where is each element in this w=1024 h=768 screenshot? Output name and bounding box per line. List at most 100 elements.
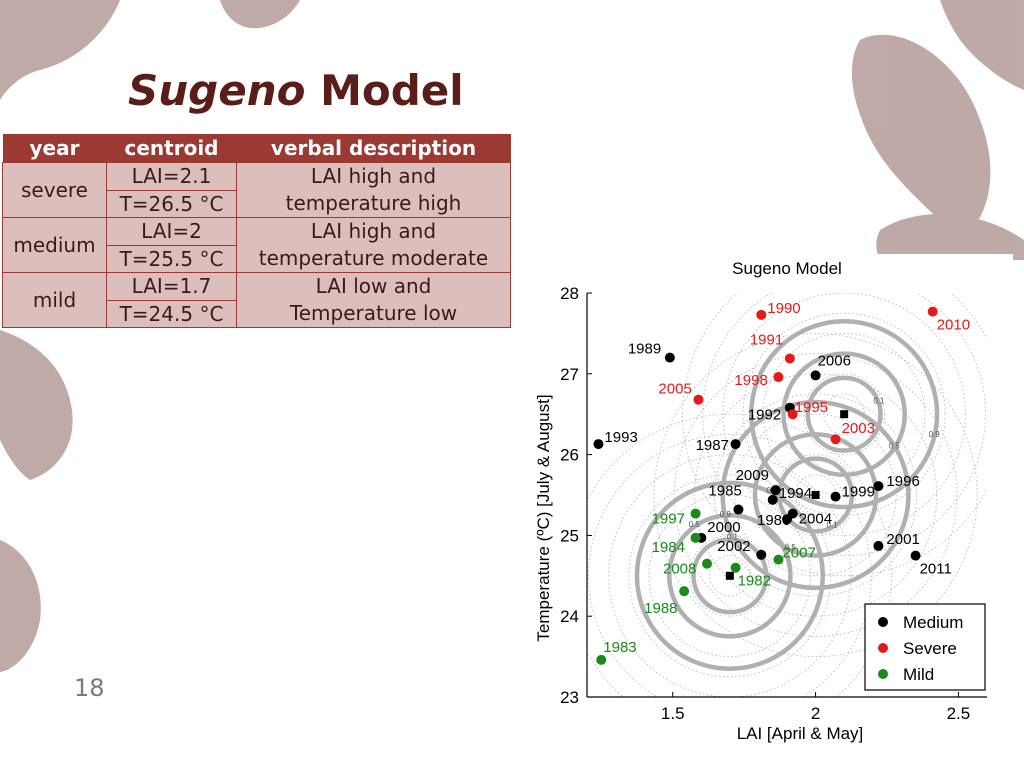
y-tick-label: 23 xyxy=(560,688,579,707)
contour-ring xyxy=(752,432,879,558)
data-point-medium xyxy=(756,549,767,560)
point-label: 2005 xyxy=(658,381,691,398)
x-axis-label: LAI [April & May] xyxy=(737,724,864,743)
x-tick-label: 1.5 xyxy=(661,704,685,723)
contour-ring xyxy=(634,480,826,671)
point-label: 1986 xyxy=(757,512,790,529)
data-point-severe xyxy=(927,306,938,317)
centroid-cell: LAI=1.7 xyxy=(106,272,237,301)
data-point-medium xyxy=(664,352,675,363)
page-number: 18 xyxy=(74,674,105,702)
point-label: 1991 xyxy=(750,331,783,348)
data-point-medium xyxy=(593,439,604,450)
title-italic: Sugeno xyxy=(128,66,306,115)
leaf-top-center xyxy=(220,0,300,29)
leaf-left-mid xyxy=(0,330,73,480)
contour-clip: 0.10.50.90.10.50.90.10.50.9 xyxy=(587,293,987,697)
data-point-medium xyxy=(782,514,792,525)
data-point-severe xyxy=(784,353,795,364)
centroid-cell: T=24.5 °C xyxy=(106,299,237,328)
point-label: 1997 xyxy=(652,511,685,528)
contour-dotted xyxy=(653,332,978,658)
leaf-right-corner xyxy=(940,0,1024,90)
legend-marker-mild xyxy=(878,669,888,679)
point-label: 1993 xyxy=(604,429,637,446)
data-point-mild xyxy=(690,508,701,519)
table-header-row: year centroid verbal description xyxy=(2,134,511,163)
contour-ring xyxy=(805,375,883,453)
table-row: T=26.5 °C xyxy=(3,189,511,218)
contour-dotted xyxy=(588,433,872,697)
point-label: 1985 xyxy=(708,483,741,500)
contour-dotted xyxy=(722,293,966,536)
desc-line: LAI high and xyxy=(310,164,437,188)
contour-label: 0.9 xyxy=(720,510,732,519)
contour-dotted xyxy=(608,454,852,697)
contour-dotted xyxy=(714,393,918,597)
data-point-mild xyxy=(690,532,701,543)
point-label: 1989 xyxy=(628,341,661,358)
x-tick-label: 2.5 xyxy=(947,704,971,723)
point-label: 2004 xyxy=(799,511,832,528)
contour-label: 0.1 xyxy=(727,533,739,542)
contour-dotted xyxy=(693,373,938,617)
point-label: 1982 xyxy=(738,573,771,590)
data-point-medium xyxy=(730,439,741,450)
point-label: 1992 xyxy=(748,407,781,424)
table-row: T=25.5 °C xyxy=(3,244,511,273)
contour-ring xyxy=(748,319,940,510)
legend-marker-medium xyxy=(878,617,888,627)
contour-label: 0.1 xyxy=(873,396,885,405)
contour-label: 0.1 xyxy=(827,520,839,529)
leaf-right-mid xyxy=(876,213,1024,260)
contour-label: 0.9 xyxy=(929,430,941,439)
point-label: 2009 xyxy=(736,467,769,484)
contour-dotted xyxy=(702,293,986,557)
desc-line: temperature high xyxy=(285,191,462,215)
contour-label: 0.5 xyxy=(889,441,901,450)
data-point-medium xyxy=(767,494,778,505)
table-row: T=24.5 °C xyxy=(3,299,511,328)
chart-title: Sugeno Model xyxy=(732,259,842,278)
contour-dotted xyxy=(673,353,958,637)
title-rest: Model xyxy=(305,66,464,115)
header-year: year xyxy=(2,134,107,163)
data-point-medium xyxy=(830,491,841,502)
year-cell: medium xyxy=(2,217,107,273)
contour-dotted xyxy=(587,413,892,697)
centroid-table: year centroid verbal description severe … xyxy=(2,134,511,328)
data-point-medium xyxy=(733,504,744,515)
desc-line: LAI low and xyxy=(315,274,432,298)
point-label: 1988 xyxy=(644,600,677,617)
y-tick-label: 25 xyxy=(560,526,579,545)
data-point-medium xyxy=(910,550,921,561)
y-tick-label: 27 xyxy=(560,365,579,384)
data-point-medium xyxy=(873,540,884,551)
data-point-severe xyxy=(830,434,841,445)
contour-dotted xyxy=(648,494,812,658)
y-tick-label: 28 xyxy=(560,284,579,303)
point-label: 2006 xyxy=(818,352,851,369)
point-label: 2001 xyxy=(886,531,919,548)
data-point-mild xyxy=(679,586,690,597)
leaf-left-low xyxy=(0,540,41,672)
slide-title: Sugeno Model xyxy=(128,66,464,115)
chart-panel: Sugeno Model 0.10.50.90.10.50.90.10.50.9… xyxy=(517,254,1013,750)
desc-line: LAI high and xyxy=(310,219,437,243)
sugeno-scatter-chart: Sugeno Model 0.10.50.90.10.50.90.10.50.9… xyxy=(534,259,987,743)
point-label: 1994 xyxy=(779,485,812,502)
header-centroid: centroid xyxy=(106,134,237,163)
y-tick-label: 24 xyxy=(560,607,579,626)
desc-line: Temperature low xyxy=(289,301,458,325)
y-tick-label: 26 xyxy=(560,446,579,465)
centroid-cell: T=25.5 °C xyxy=(106,244,237,273)
contour-dotted xyxy=(742,312,946,516)
centroid-cell: LAI=2.1 xyxy=(106,162,237,191)
contour-dotted xyxy=(628,474,832,678)
contour-dotted xyxy=(762,332,926,496)
